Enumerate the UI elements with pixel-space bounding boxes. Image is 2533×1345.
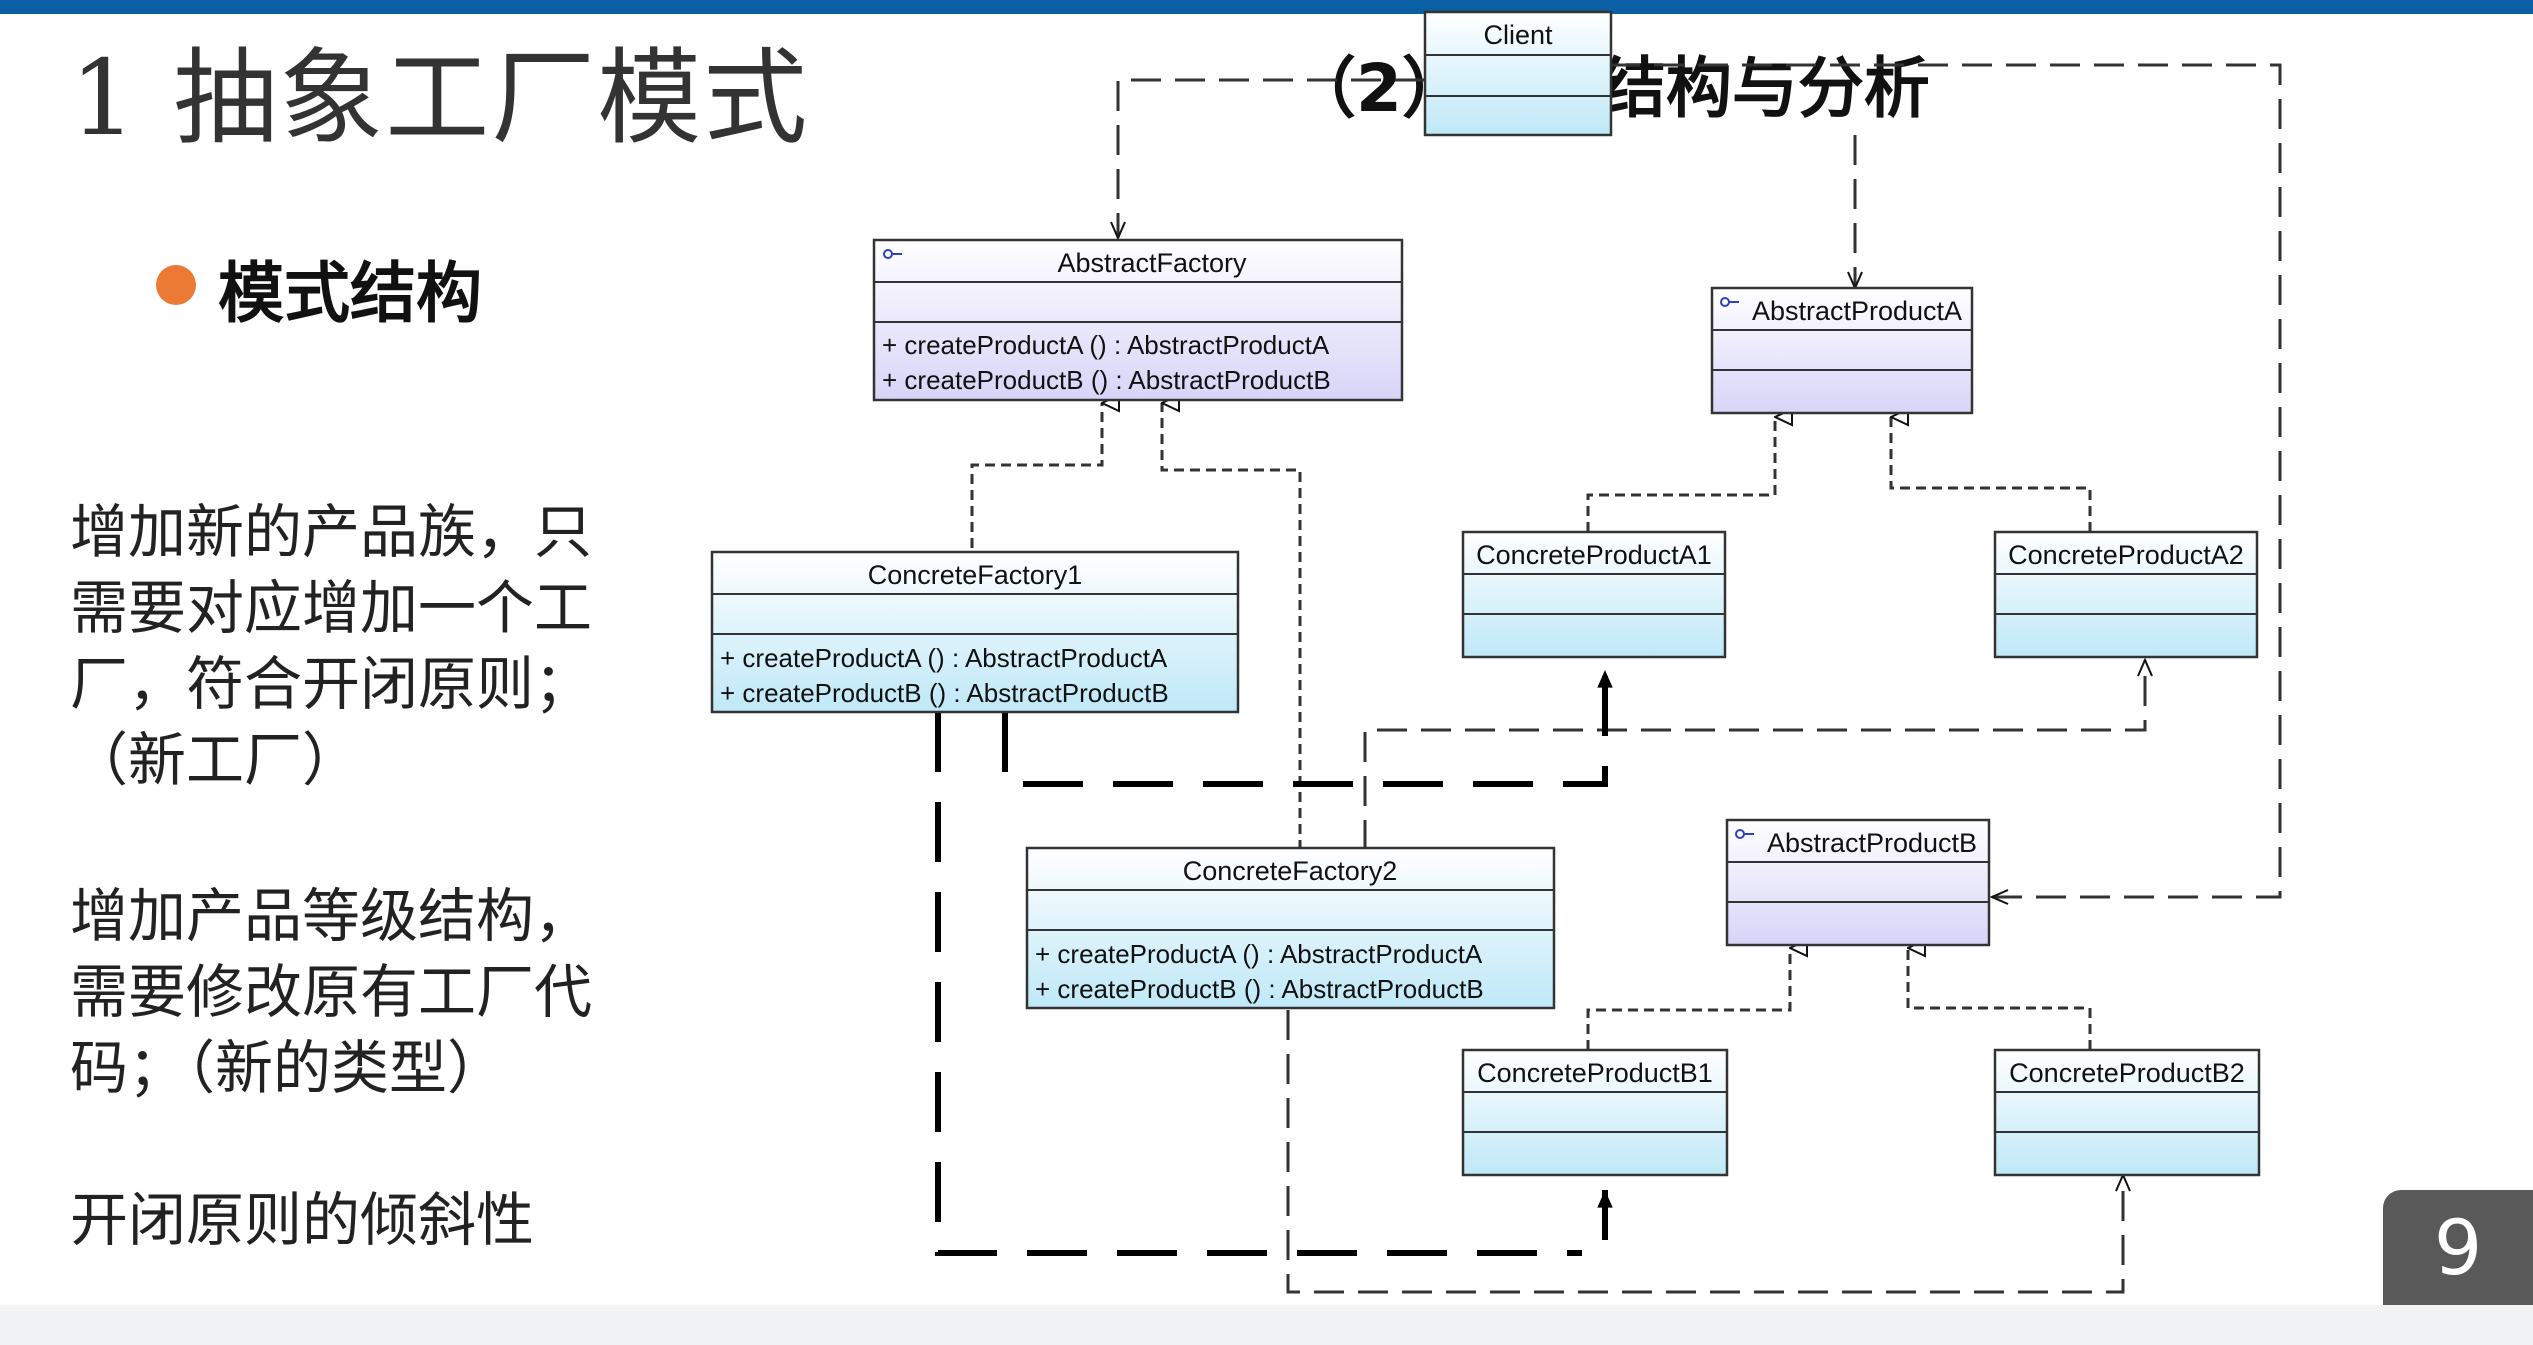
note-new-hierarchy: 增加产品等级结构， 需要修改原有工厂代 码；（新的类型）	[70, 878, 592, 1106]
interface-icon	[1720, 297, 1739, 307]
note-line: 开闭原则的倾斜性	[70, 1186, 535, 1254]
note-open-closed: 开闭原则的倾斜性	[70, 1182, 534, 1258]
client-uses-abstract-factory	[1118, 78, 1425, 238]
class-name: Client	[1483, 20, 1553, 50]
class-name: ConcreteFactory2	[1183, 856, 1398, 886]
top-accent-bar	[0, 0, 2533, 14]
client-dependency-connectors	[1118, 63, 2282, 897]
pb1-realizes-apb	[1586, 948, 1790, 1050]
factory1-create-connectors	[935, 670, 1613, 1256]
class-name: AbstractProductB	[1767, 828, 1977, 858]
note-line: 增加新的产品族，只	[70, 498, 593, 566]
class-name: ConcreteProductB1	[1477, 1058, 1713, 1088]
pb2-realizes-apb	[1906, 948, 2092, 1050]
class-abstract-product-a: AbstractProductA	[1710, 286, 1974, 415]
interface-icon	[883, 249, 902, 259]
cf1-creates-pa1	[1002, 670, 1613, 787]
bullet-dot-icon	[156, 265, 196, 305]
note-line: 增加产品等级结构，	[70, 882, 593, 950]
class-client: Client	[1423, 10, 1613, 137]
page-number-text: 9	[2433, 1203, 2483, 1292]
note-line: 需要对应增加一个工	[70, 574, 593, 642]
pa1-realizes-apa	[1586, 417, 1775, 532]
note-new-family: 增加新的产品族，只 需要对应增加一个工 厂，符合开闭原则； （新工厂）	[70, 494, 592, 798]
interface-icon	[1735, 829, 1754, 839]
class-name: ConcreteFactory1	[868, 560, 1083, 590]
class-name: AbstractProductA	[1752, 296, 1962, 326]
class-name: ConcreteProductA2	[2008, 540, 2244, 570]
class-method: + createProductA () : AbstractProductA	[1035, 939, 1483, 969]
realization-connectors	[970, 403, 2092, 1050]
cf1-creates-pb1	[935, 712, 1582, 1256]
class-concrete-product-a1: ConcreteProductA1	[1461, 530, 1727, 659]
class-concrete-product-b1: ConcreteProductB1	[1461, 1048, 1729, 1177]
class-method: + createProductA () : AbstractProductA	[882, 330, 1330, 360]
class-method: + createProductB () : AbstractProductB	[1035, 974, 1484, 1004]
class-concrete-product-a2: ConcreteProductA2	[1993, 530, 2259, 659]
page-number: 9	[2383, 1190, 2533, 1305]
class-concrete-product-b2: ConcreteProductB2	[1993, 1048, 2261, 1177]
bottom-bar	[0, 1305, 2533, 1345]
class-method: + createProductB () : AbstractProductB	[720, 678, 1169, 708]
class-method: + createProductB () : AbstractProductB	[882, 365, 1331, 395]
class-name: AbstractFactory	[1057, 248, 1247, 278]
bullet-heading: 模式结构	[218, 255, 482, 332]
class-method: + createProductA () : AbstractProductA	[720, 643, 1168, 673]
class-abstract-product-b: AbstractProductB	[1725, 818, 1991, 947]
note-line: （新工厂）	[70, 726, 361, 794]
cf1-realizes-af	[970, 403, 1102, 548]
class-concrete-factory-2: ConcreteFactory2 + createProductA () : A…	[1025, 846, 1556, 1010]
note-line: 码；（新的类型）	[70, 1034, 506, 1102]
note-line: 需要修改原有工厂代	[70, 958, 593, 1026]
client-uses-abstract-product-b	[1610, 63, 2282, 897]
page-title: 1 抽象工厂模式	[70, 37, 810, 159]
class-name: ConcreteProductA1	[1476, 540, 1712, 570]
note-line: 厂，符合开闭原则；	[70, 650, 593, 718]
cf2-creates-pb2	[1286, 1010, 2123, 1294]
cf2-creates-pa2	[1363, 660, 2145, 850]
pa2-realizes-apa	[1889, 417, 2092, 532]
class-concrete-factory-1: ConcreteFactory1 + createProductA () : A…	[710, 550, 1240, 714]
factory2-create-connectors	[1286, 660, 2145, 1294]
class-name: ConcreteProductB2	[2009, 1058, 2245, 1088]
class-abstract-factory: AbstractFactory + createProductA () : Ab…	[872, 238, 1404, 402]
cf2-realizes-af	[1160, 403, 1302, 850]
